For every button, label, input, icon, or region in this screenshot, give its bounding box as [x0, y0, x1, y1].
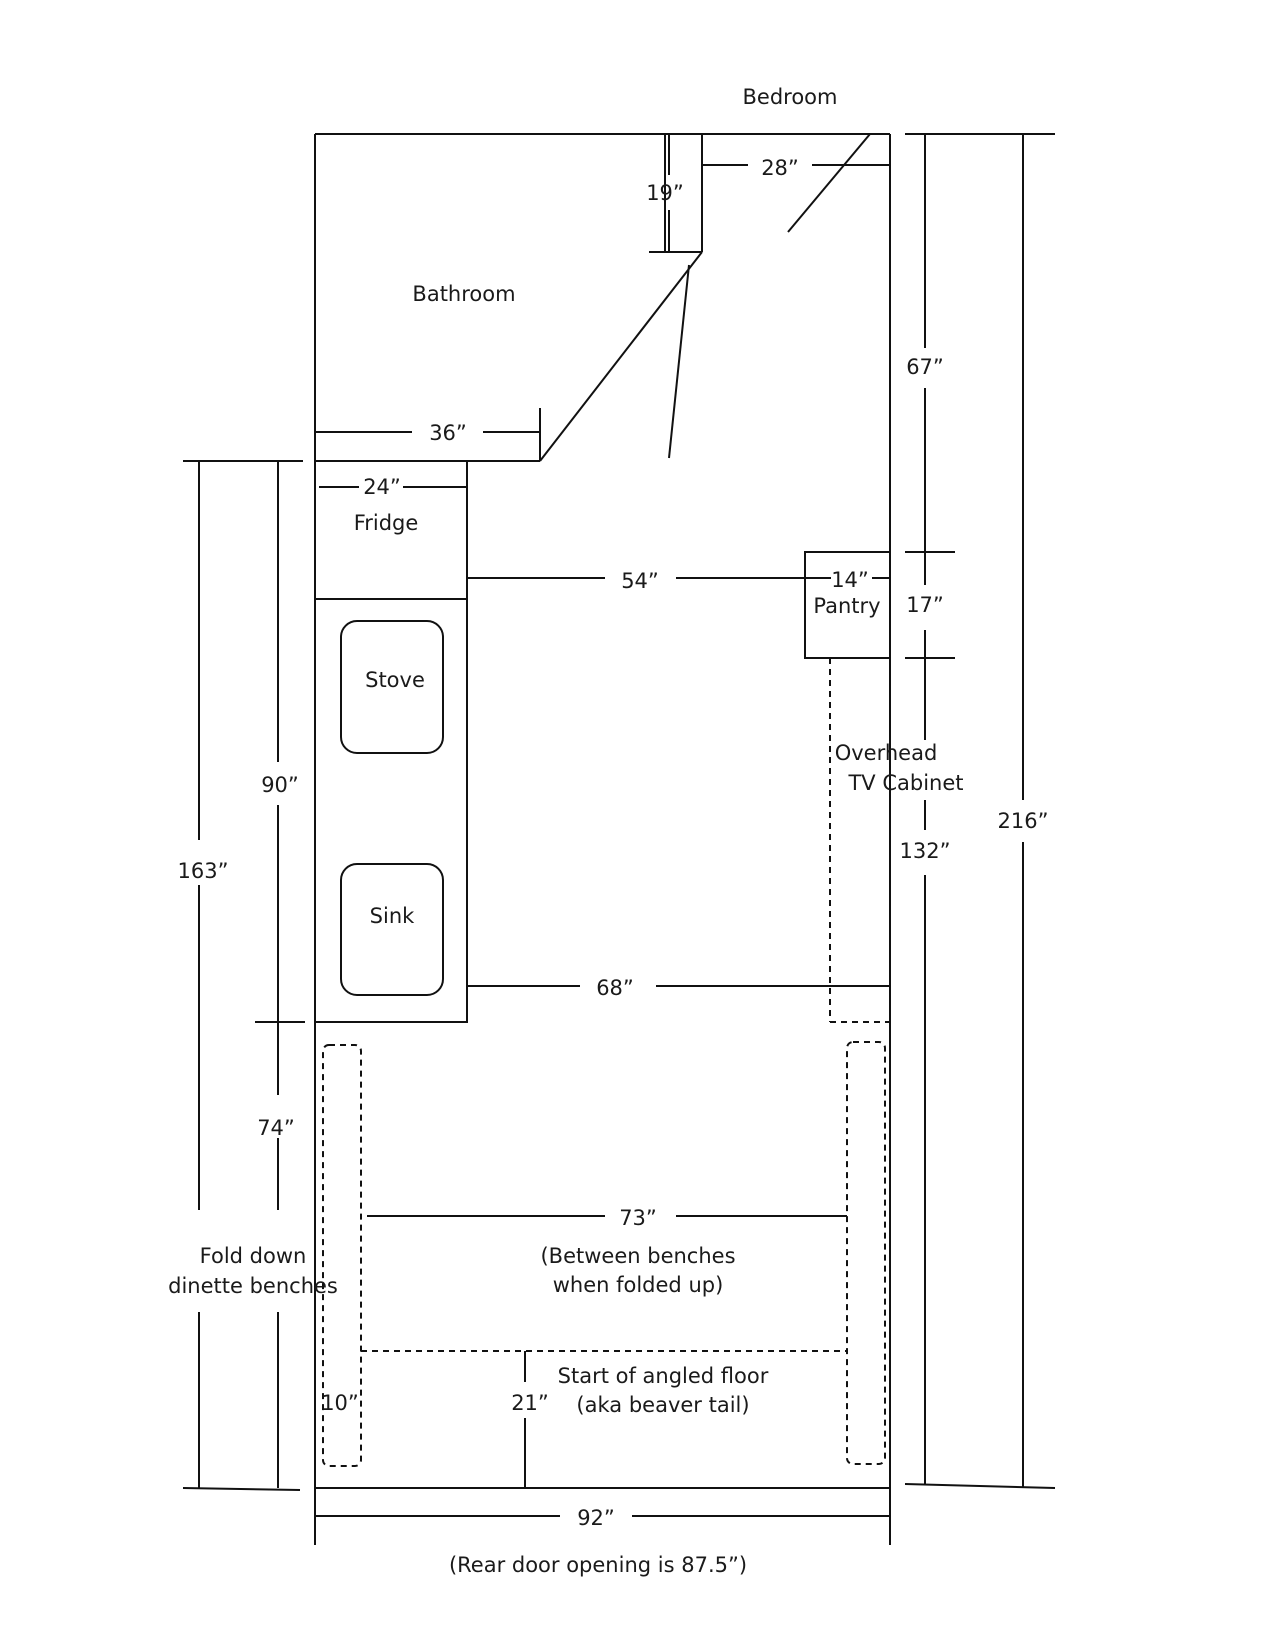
sink-outline: [340, 863, 444, 996]
left-dimension-lines: [182, 460, 305, 1491]
kitchen-counter: [314, 460, 468, 1023]
left-bench-outline: [322, 1044, 362, 1467]
dinette-length-label: 74”: [257, 1116, 295, 1140]
fridge-width-label: 24”: [363, 475, 401, 499]
beaver-tail-note-line1: Start of angled floor: [558, 1364, 769, 1388]
total-length-label: 216”: [998, 809, 1049, 833]
aisle-at-sink-label: 68”: [596, 976, 634, 1000]
pantry-width-label: 14”: [831, 568, 869, 592]
right-lower-label: 132”: [900, 839, 951, 863]
between-benches-note-line2: when folded up): [553, 1273, 724, 1297]
benches-label-line2: dinette benches: [168, 1274, 338, 1298]
total-width-label: 92”: [577, 1506, 615, 1530]
right-upper-label: 67”: [906, 355, 944, 379]
closet-dimension-lines: [649, 134, 890, 253]
sink-label: Sink: [370, 904, 415, 928]
bedroom-label: Bedroom: [743, 85, 838, 109]
beaver-tail-label: 21”: [511, 1391, 549, 1415]
counter-length-label: 90”: [261, 773, 299, 797]
pantry-label: Pantry: [813, 594, 880, 618]
stove-outline: [340, 620, 444, 754]
right-dimension-lines: [904, 133, 1056, 1489]
bench-width-label: 10”: [321, 1391, 359, 1415]
pantry-depth-label: 17”: [906, 593, 944, 617]
left-total-label: 163”: [178, 859, 229, 883]
stove-label: Stove: [365, 668, 425, 692]
bathroom-width-label: 36”: [429, 421, 467, 445]
between-benches-label: 73”: [619, 1206, 657, 1230]
beaver-tail-note-line2: (aka beaver tail): [576, 1393, 749, 1417]
bathroom-walls: [315, 133, 871, 462]
benches-label-line1: Fold down: [200, 1244, 307, 1268]
closet-width-label: 28”: [761, 156, 799, 180]
aisle-at-fridge-label: 54”: [621, 569, 659, 593]
pantry-box: [804, 551, 891, 659]
tv-cabinet-label-line2: TV Cabinet: [847, 771, 963, 795]
tv-cabinet-label-line1: Overhead: [835, 741, 938, 765]
right-bench-outline: [846, 1041, 886, 1465]
fridge-label: Fridge: [354, 511, 419, 535]
total-width-lines: [314, 1488, 891, 1545]
tv-cabinet-outline: [829, 657, 891, 1023]
bathroom-label: Bathroom: [412, 282, 515, 306]
bathroom-width-lines: [315, 408, 541, 461]
closet-depth-label: 19”: [646, 181, 684, 205]
between-benches-note-line1: (Between benches: [540, 1244, 735, 1268]
rear-door-footnote: (Rear door opening is 87.5”): [449, 1553, 747, 1577]
